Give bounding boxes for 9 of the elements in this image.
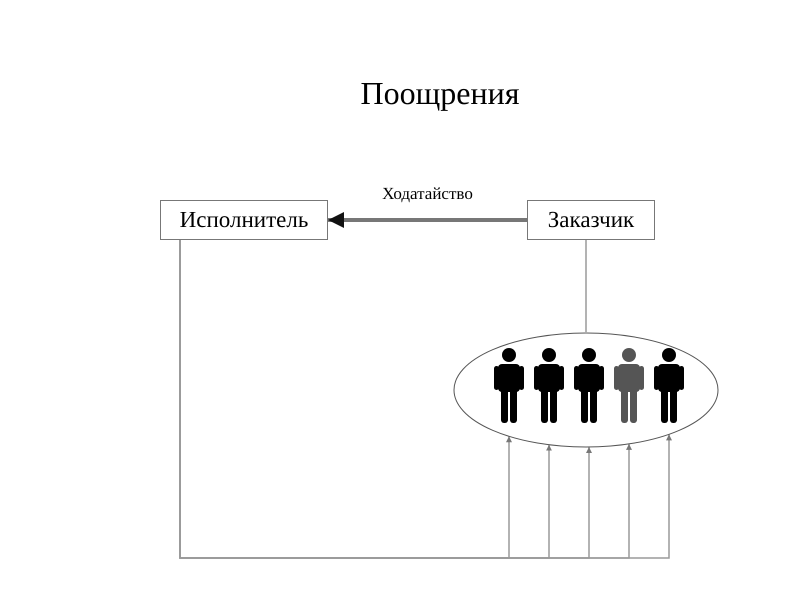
group-ellipse [453, 332, 719, 448]
actor-box [527, 200, 655, 240]
connector-line [585, 240, 587, 332]
box-label: Исполнитель [180, 207, 308, 233]
diagram-title: Поощрения [360, 75, 520, 112]
arrow [328, 212, 527, 228]
box-label: Заказчик [548, 207, 634, 233]
actor-box [160, 200, 328, 240]
edge-label: Ходатайство [380, 184, 475, 204]
